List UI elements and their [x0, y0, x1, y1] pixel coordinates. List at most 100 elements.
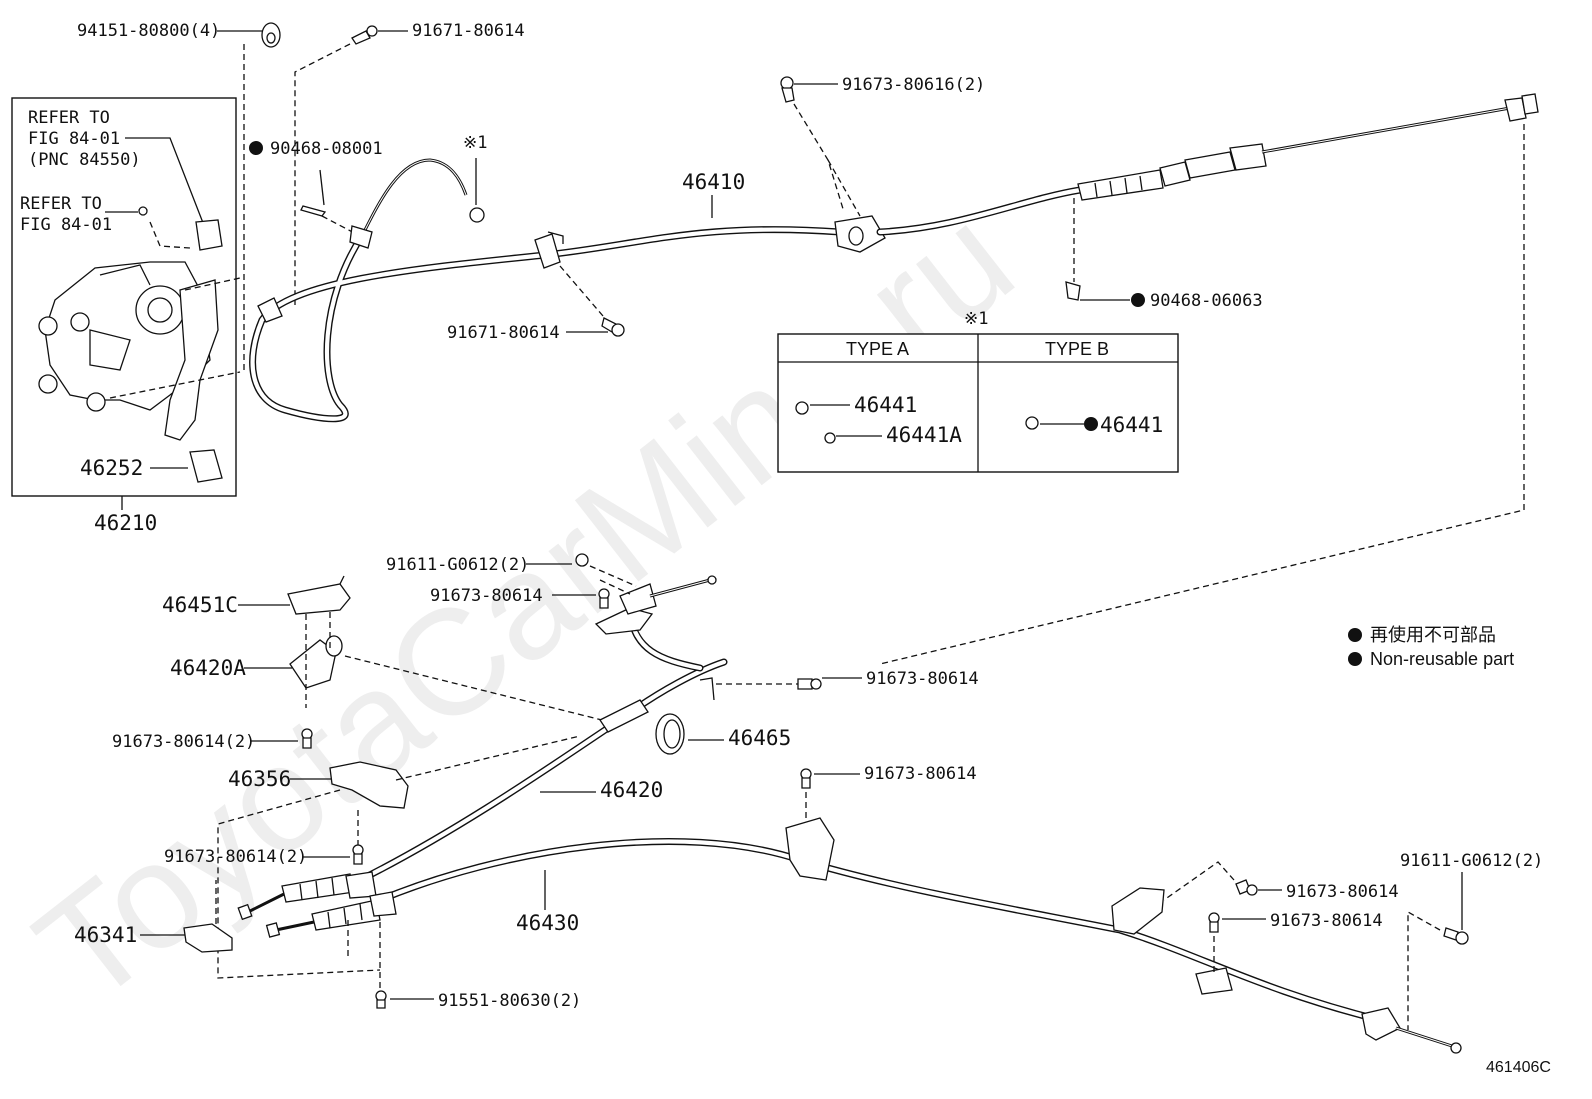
bolt-91673-center-icon	[800, 768, 812, 789]
label-91673-80616: 91673-80616(2)	[842, 75, 985, 95]
label-94151-80800: 94151-80800(4)	[77, 21, 220, 41]
dash-91673-right-a	[1163, 861, 1235, 901]
legend-dot-en	[1348, 652, 1362, 666]
label-46451C: 46451C	[162, 593, 238, 617]
label-91673-right-a: 91673-80614	[1286, 882, 1399, 902]
label-91671-mid: 91671-80614	[447, 323, 560, 343]
screw-91611-right-icon	[1443, 927, 1469, 945]
note-mark-top: ※1	[463, 133, 487, 153]
bracket-46341-icon	[183, 923, 233, 953]
refer2-dash	[149, 221, 191, 249]
type-a-header: TYPE A	[846, 339, 909, 359]
refer1-line1: REFER TO	[28, 108, 110, 128]
refer2-bolt-icon	[138, 206, 148, 216]
label-91611-top: 91611-G0612(2)	[386, 555, 529, 575]
legend-text-en: Non-reusable part	[1370, 649, 1514, 669]
refer2-line2: FIG 84-01	[20, 215, 112, 235]
type-a-part1: 46441	[854, 393, 917, 417]
pedal-bracket-icon	[195, 219, 223, 251]
label-91673-center: 91673-80614	[864, 764, 977, 784]
type-a-part2: 46441A	[886, 423, 962, 447]
leader-90468-08001	[319, 169, 325, 206]
type-table: ※1 TYPE A TYPE B 46441 46441A 46441	[777, 309, 1179, 473]
label-46420: 46420	[600, 778, 663, 802]
label-91673-right-mid: 91673-80614	[866, 669, 979, 689]
legend-text-jp: 再使用不可部品	[1370, 625, 1496, 645]
type-b-part: 46441	[1100, 413, 1163, 437]
bolt-91551-icon	[375, 990, 387, 1009]
type-b-nut-icon	[1025, 416, 1039, 430]
rear-cable-46420	[237, 658, 728, 921]
bolt-91673-right-a-icon	[1235, 879, 1258, 896]
dash-46420A-to-cable	[344, 655, 611, 723]
rear-cable-46430	[265, 817, 1462, 1054]
label-46356: 46356	[228, 767, 291, 791]
dash-91673-80616	[793, 103, 861, 217]
pedal-pad-icon	[189, 449, 223, 483]
pedal-assembly-icon	[38, 261, 241, 441]
dash-rear-link	[879, 124, 1525, 665]
type-table-note-mark: ※1	[964, 309, 988, 329]
label-46341: 46341	[74, 923, 137, 947]
non-reusable-dot-90468-06063	[1131, 293, 1145, 307]
bolt-91673-80614-2b-icon	[352, 844, 364, 865]
label-46430: 46430	[516, 911, 579, 935]
label-90468-06063: 90468-06063	[1150, 291, 1263, 311]
label-91673-80614-2a: 91673-80614(2)	[112, 732, 255, 752]
dash-91611-top	[589, 565, 637, 595]
non-reusable-dot-46441	[1084, 417, 1098, 431]
bracket-46451C-tab	[339, 575, 345, 585]
type-table-grid	[778, 334, 1178, 472]
dash-46420A	[305, 612, 331, 708]
non-reusable-dot-90468-08001	[249, 141, 263, 155]
label-46252: 46252	[80, 456, 143, 480]
label-46410: 46410	[682, 170, 745, 194]
adjust-nut-icon	[469, 207, 485, 223]
bolt-91671-top-icon	[351, 25, 378, 45]
front-cable-46410	[249, 93, 1539, 423]
bolt-91673-80616-icon	[780, 76, 795, 103]
legend-dot-jp	[1348, 628, 1362, 642]
rear-cable-upper-branch	[594, 575, 717, 701]
dash-91611-right	[1407, 910, 1441, 1030]
type-a-nut2-icon	[824, 432, 836, 444]
clamp-46420A-icon	[289, 635, 343, 689]
label-91673-80614-2b: 91673-80614(2)	[164, 847, 307, 867]
refer-box-frame	[11, 97, 237, 497]
label-90468-08001: 90468-08001	[270, 139, 383, 159]
label-91671-top: 91671-80614	[412, 21, 525, 41]
refer1-line2: FIG 84-01	[28, 129, 120, 149]
refer1-line3: (PNC 84550)	[28, 150, 141, 170]
type-b-header: TYPE B	[1045, 339, 1109, 359]
grommet-46465-icon	[655, 713, 685, 755]
dash-46356-left	[217, 789, 381, 979]
legend: 再使用不可部品 Non-reusable part	[1348, 625, 1514, 669]
pedal-assembly-box: REFER TO FIG 84-01 (PNC 84550) REFER TO …	[11, 97, 241, 535]
refer1-leader	[125, 137, 206, 229]
dash-91671-mid	[559, 265, 604, 317]
bracket-46451C-icon	[287, 583, 351, 615]
dash-46356-to-cable	[395, 735, 581, 781]
label-46210: 46210	[94, 511, 157, 535]
label-91673-right-b: 91673-80614	[1270, 911, 1383, 931]
clip-90468-06063-icon	[1065, 281, 1081, 301]
label-91551-80630: 91551-80630(2)	[438, 991, 581, 1011]
nut-94151-icon	[261, 22, 281, 48]
label-46465: 46465	[728, 726, 791, 750]
bolt-91673-right-b-icon	[1208, 912, 1220, 933]
dash-91551	[347, 920, 381, 988]
bolt-91673-80614-2a-icon	[301, 728, 313, 749]
screw-91611-top-icon	[575, 553, 589, 567]
refer2-line1: REFER TO	[20, 194, 102, 214]
label-46420A: 46420A	[170, 656, 246, 680]
bolt-91671-mid-icon	[601, 317, 625, 337]
dash-91671-top	[294, 43, 351, 305]
bolt-91673-right-mid-icon	[797, 678, 822, 690]
type-a-nut1-icon	[795, 401, 809, 415]
label-91673-left-top: 91673-80614	[430, 586, 543, 606]
label-91611-right: 91611-G0612(2)	[1400, 851, 1543, 871]
bolt-91673-left-top-icon	[598, 588, 610, 609]
clip-90468-08001-icon	[300, 205, 327, 217]
bracket-46356-icon	[329, 761, 409, 809]
